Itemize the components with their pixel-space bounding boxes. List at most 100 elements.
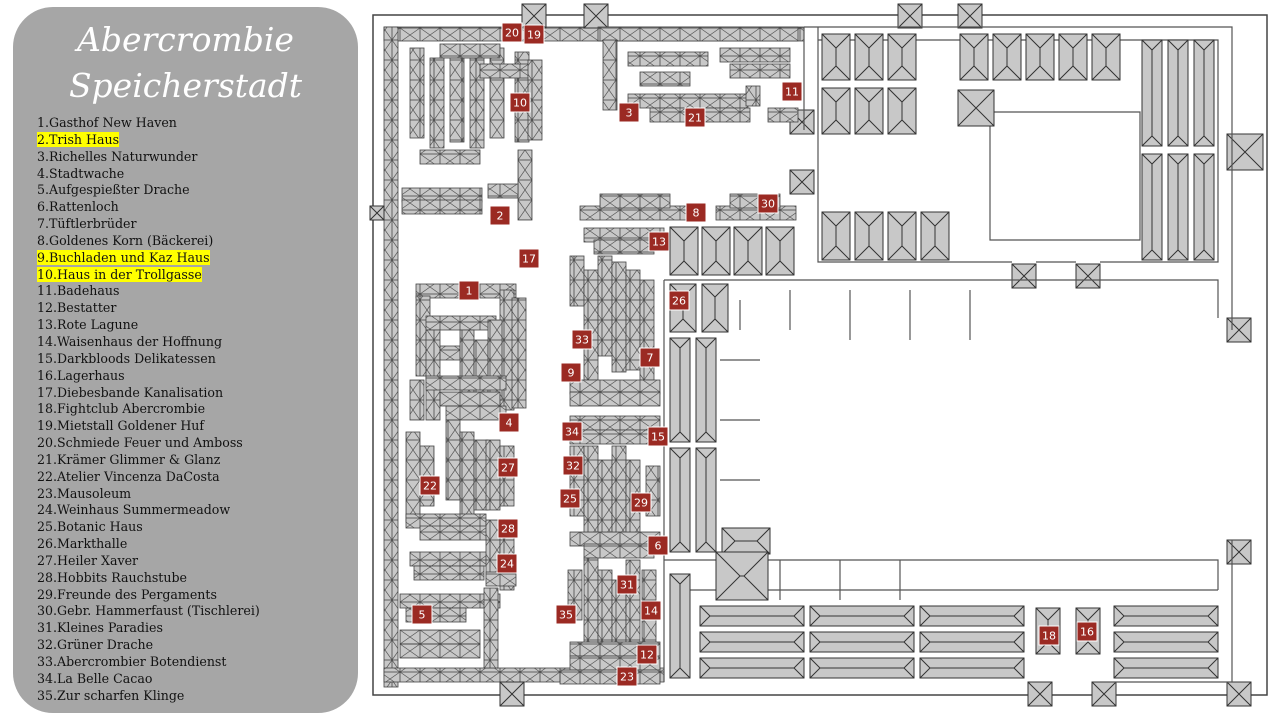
warehouse-icon bbox=[821, 211, 851, 261]
marker-label: 8 bbox=[693, 207, 700, 220]
warehouse-icon bbox=[1141, 39, 1163, 147]
legend-item-label: 3.Richelles Naturwunder bbox=[37, 148, 198, 164]
building-block bbox=[473, 339, 489, 401]
warehouse-icon bbox=[695, 337, 717, 443]
building-block bbox=[597, 255, 613, 357]
marker-label: 15 bbox=[651, 431, 665, 444]
marker-6: 6 bbox=[647, 535, 669, 556]
warehouse-icon bbox=[1025, 33, 1055, 81]
marker-16: 16 bbox=[1076, 621, 1098, 642]
legend-item-6: 6.Rattenloch bbox=[37, 199, 260, 216]
building-block bbox=[569, 429, 661, 445]
building-block bbox=[405, 431, 421, 523]
legend-item-20: 20.Schmiede Feuer und Amboss bbox=[37, 435, 260, 452]
tower-icon bbox=[521, 3, 547, 29]
tower-icon bbox=[1226, 317, 1252, 343]
legend-item-label: 26.Markthalle bbox=[37, 536, 128, 552]
marker-box bbox=[562, 455, 584, 476]
building-block bbox=[583, 269, 599, 381]
map-title-line1: Abercrombie bbox=[77, 20, 294, 59]
marker-box bbox=[555, 604, 577, 625]
legend-item-label: 18.Fightclub Abercrombie bbox=[37, 401, 206, 417]
legend-item-18: 18.Fightclub Abercrombie bbox=[37, 401, 260, 418]
legend-item-label: 28.Hobbits Rauchstube bbox=[37, 569, 187, 585]
building-block bbox=[569, 415, 661, 431]
building-block bbox=[445, 405, 507, 421]
warehouse-icon bbox=[920, 211, 950, 261]
warehouse-icon bbox=[701, 226, 731, 276]
building-block bbox=[399, 643, 481, 659]
building-block bbox=[569, 391, 661, 407]
marker-label: 25 bbox=[563, 493, 577, 506]
legend-item-11: 11.Badehaus bbox=[37, 283, 260, 300]
tower-icon bbox=[1027, 681, 1053, 707]
warehouse-icon bbox=[1058, 33, 1088, 81]
legend-item-label: 23.Mausoleum bbox=[37, 485, 132, 501]
marker-box bbox=[458, 280, 480, 301]
building-block bbox=[409, 47, 425, 139]
legend-item-label: 32.Grüner Drache bbox=[37, 637, 154, 653]
building-block bbox=[483, 587, 499, 669]
marker-14: 14 bbox=[640, 600, 662, 621]
legend-item-label: 1.Gasthof New Haven bbox=[37, 115, 177, 130]
marker-10: 10 bbox=[509, 92, 531, 113]
legend-item-label: 20.Schmiede Feuer und Amboss bbox=[37, 435, 243, 451]
building-block bbox=[439, 43, 501, 59]
marker-box bbox=[668, 290, 690, 311]
legend-item-label: 35.Zur scharfen Klinge bbox=[37, 687, 185, 703]
marker-layer: 1234567891011121314151617181920212223242… bbox=[411, 22, 1098, 687]
map-layout bbox=[663, 26, 1233, 683]
building-layer bbox=[399, 26, 799, 685]
building-block bbox=[485, 571, 517, 587]
warehouse-icon bbox=[669, 573, 691, 679]
building-block bbox=[599, 193, 671, 209]
legend-item-7: 7.Tüftlerbrüder bbox=[37, 216, 260, 233]
building-block bbox=[593, 239, 655, 255]
legend-item-label: 15.Darkbloods Delikatessen bbox=[37, 350, 216, 366]
building-block bbox=[429, 57, 445, 149]
warehouse-icon bbox=[1113, 631, 1219, 653]
marker-box bbox=[560, 362, 582, 383]
marker-label: 10 bbox=[513, 97, 527, 110]
warehouse-icon bbox=[809, 605, 915, 627]
marker-box bbox=[561, 421, 583, 442]
street-outline bbox=[663, 279, 1219, 682]
marker-label: 13 bbox=[652, 236, 666, 249]
marker-5: 5 bbox=[411, 604, 433, 625]
building-block bbox=[602, 39, 618, 111]
marker-label: 32 bbox=[566, 460, 580, 473]
building-block bbox=[425, 375, 507, 391]
marker-label: 9 bbox=[568, 367, 575, 380]
building-block bbox=[419, 149, 481, 165]
building-block bbox=[401, 199, 483, 215]
building-block bbox=[439, 391, 501, 407]
legend-item-label: 33.Abercrombier Botendienst bbox=[37, 654, 227, 669]
legend-item-17: 17.Diebesbande Kanalisation bbox=[37, 385, 260, 402]
warehouse-icon bbox=[957, 89, 995, 127]
warehouse-icon bbox=[699, 657, 805, 679]
tower-icon bbox=[1226, 539, 1252, 565]
marker-box bbox=[489, 205, 511, 226]
marker-33: 33 bbox=[571, 329, 593, 350]
warehouse-icon bbox=[821, 87, 851, 135]
legend-item-label: 31.Kleines Paradies bbox=[37, 620, 163, 636]
marker-box bbox=[647, 535, 669, 556]
marker-24: 24 bbox=[496, 553, 518, 574]
legend-item-9: 9.Buchladen und Kaz Haus bbox=[37, 249, 260, 267]
legend-item-label: 7.Tüftlerbrüder bbox=[37, 216, 137, 232]
warehouse-icon bbox=[1167, 153, 1189, 261]
warehouse-icon bbox=[669, 337, 691, 443]
marker-label: 21 bbox=[688, 112, 702, 125]
building-block bbox=[611, 445, 627, 547]
marker-23: 23 bbox=[616, 666, 638, 687]
marker-label: 24 bbox=[500, 558, 514, 571]
legend-panel: Abercrombie Speicherstadt 1.Gasthof New … bbox=[13, 7, 358, 713]
legend-item-label: 24.Weinhaus Summermeadow bbox=[37, 502, 231, 518]
tower-icon bbox=[583, 3, 609, 29]
marker-label: 18 bbox=[1042, 630, 1056, 643]
legend-item-26: 26.Markthalle bbox=[37, 536, 260, 553]
tower-icon bbox=[499, 681, 525, 707]
warehouse-icon bbox=[821, 33, 851, 81]
marker-box bbox=[523, 24, 545, 45]
legend-item-8: 8.Goldenes Korn (Bäckerei) bbox=[37, 233, 260, 250]
